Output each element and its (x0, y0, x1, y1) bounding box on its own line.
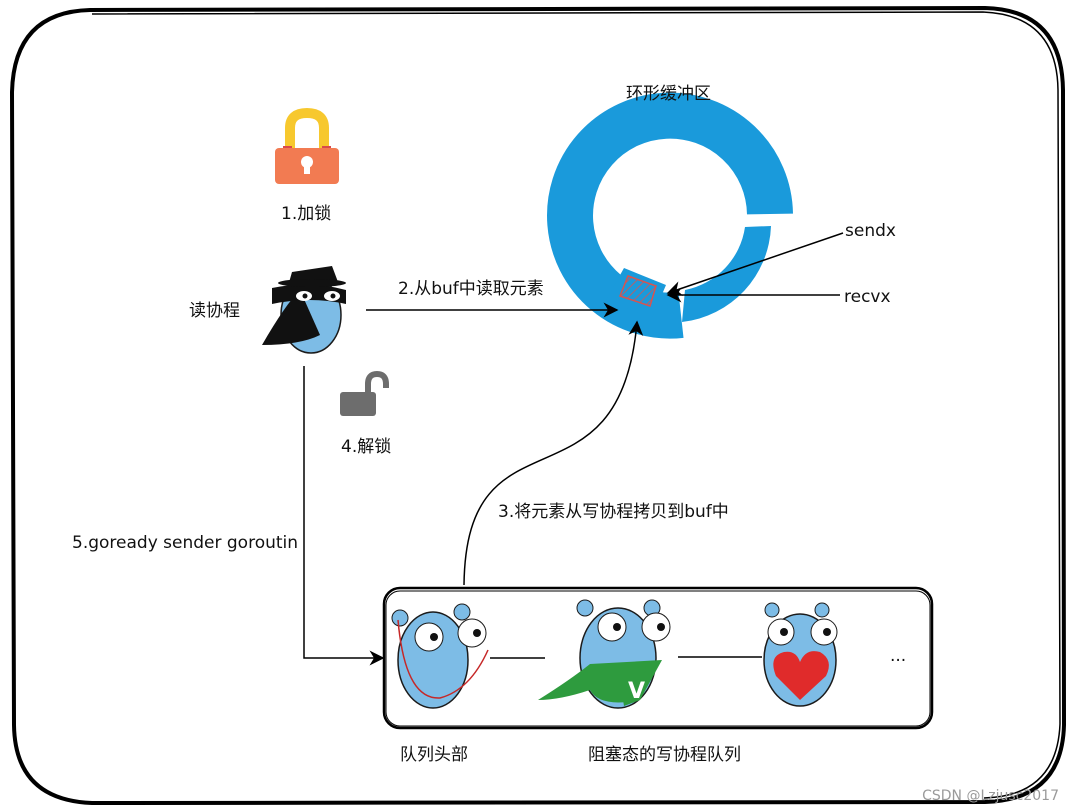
queue-ellipsis: ... (890, 646, 907, 666)
writer-gopher-2-icon: V (538, 599, 671, 709)
reader-gopher-icon (262, 266, 346, 354)
watermark: CSDN @Lzjusc2017 (922, 788, 1059, 804)
arrow-goready (303, 366, 385, 666)
blocked-queue-label: 阻塞态的写协程队列 (588, 745, 741, 765)
ring-buffer-title: 环形缓冲区 (626, 84, 711, 104)
sendx-pointer (666, 232, 844, 296)
reader-caption: 读协程 (189, 301, 240, 321)
step5-label: 5.goready sender goroutin (72, 533, 299, 553)
sendx-label: sendx (845, 221, 896, 241)
step3-label: 3.将元素从写协程拷贝到buf中 (498, 502, 729, 522)
recvx-label: recvx (844, 287, 891, 307)
queue-head-label: 队列头部 (400, 745, 468, 765)
unlock-caption: 4.解锁 (341, 437, 392, 457)
outer-frame (10, 6, 1066, 805)
arrow-copy-to-buf (463, 320, 644, 586)
writer-gopher-1-icon (391, 603, 489, 709)
lock-icon (275, 107, 339, 184)
writer-gopher-3-icon (763, 602, 838, 707)
unlock-icon (340, 370, 389, 416)
ring-buffer-icon (547, 92, 793, 339)
lock-caption: 1.加锁 (281, 204, 332, 224)
svg-text:V: V (628, 679, 645, 704)
step2-label: 2.从buf中读取元素 (398, 279, 544, 299)
